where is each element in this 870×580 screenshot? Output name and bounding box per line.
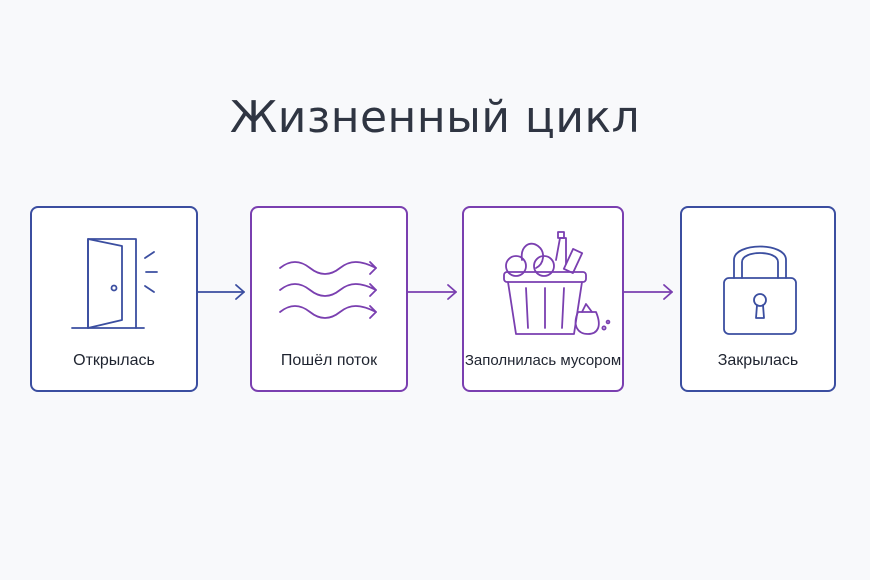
step-opened: Открылась [30, 206, 198, 392]
step-filled-with-trash: Заполнилась мусором [462, 206, 624, 392]
arrow-2-to-3 [407, 284, 457, 300]
open-door-icon [71, 238, 158, 329]
arrow-3-to-4 [623, 284, 673, 300]
step-closed: Закрылась [680, 206, 836, 392]
arrow-1-to-2 [197, 284, 245, 300]
step-label: Закрылась [717, 352, 799, 369]
step-label: Пошёл поток [280, 352, 378, 369]
trash-bin-icon [503, 231, 611, 335]
step-label: Открылась [73, 352, 155, 369]
diagram-title: Жизненный цикл [229, 92, 641, 143]
flow-waves-icon [279, 261, 377, 319]
step-label: Заполнилась мусором [464, 352, 622, 369]
padlock-icon [723, 245, 797, 335]
step-flow: Пошёл поток [250, 206, 408, 392]
